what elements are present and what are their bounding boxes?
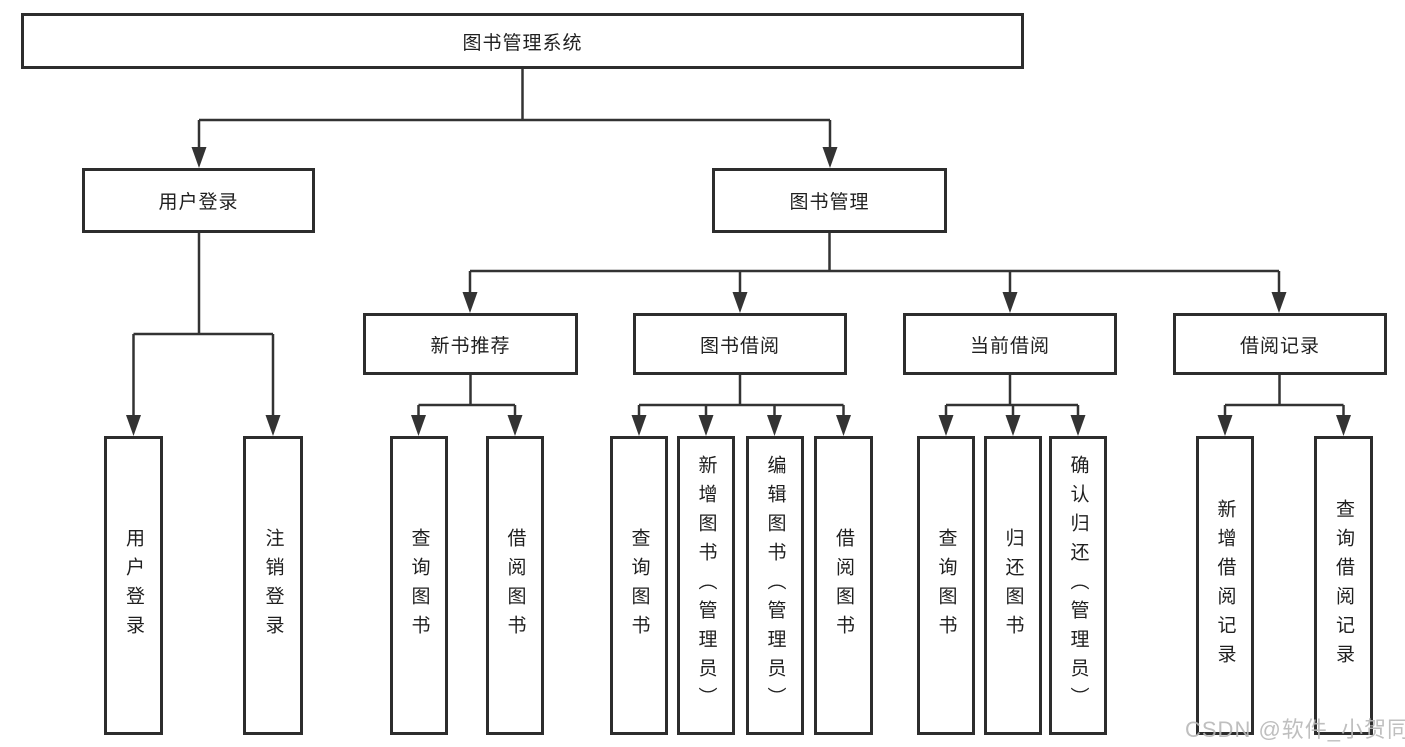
csdn-watermark: CSDN @软件_小贺同学 — [1185, 717, 1405, 742]
node-book-management: 图书管理 — [712, 168, 947, 233]
leaf-edit-books-admin: 编辑图书（管理员） — [746, 436, 804, 735]
leaf-query-borrow-record: 查询借阅记录 — [1314, 436, 1373, 735]
leaf-query-books-recommend: 查询图书 — [390, 436, 448, 735]
leaf-query-books-borrow: 查询图书 — [610, 436, 668, 735]
node-new-book-recommend: 新书推荐 — [363, 313, 578, 375]
leaf-confirm-return-admin: 确认归还（管理员） — [1049, 436, 1107, 735]
node-book-borrow: 图书借阅 — [633, 313, 847, 375]
node-current-borrow: 当前借阅 — [903, 313, 1117, 375]
node-borrow-record: 借阅记录 — [1173, 313, 1387, 375]
leaf-query-books-current: 查询图书 — [917, 436, 975, 735]
node-user-login: 用户登录 — [82, 168, 315, 233]
leaf-logout: 注销登录 — [243, 436, 303, 735]
leaf-user-login: 用户登录 — [104, 436, 163, 735]
leaf-add-books-admin: 新增图书（管理员） — [677, 436, 735, 735]
arrowhead-icons — [126, 147, 1351, 436]
leaf-return-books: 归还图书 — [984, 436, 1042, 735]
leaf-borrow-books-recommend: 借阅图书 — [486, 436, 544, 735]
node-root-system: 图书管理系统 — [21, 13, 1024, 69]
leaf-add-borrow-record: 新增借阅记录 — [1196, 436, 1254, 735]
leaf-borrow-books: 借阅图书 — [814, 436, 873, 735]
